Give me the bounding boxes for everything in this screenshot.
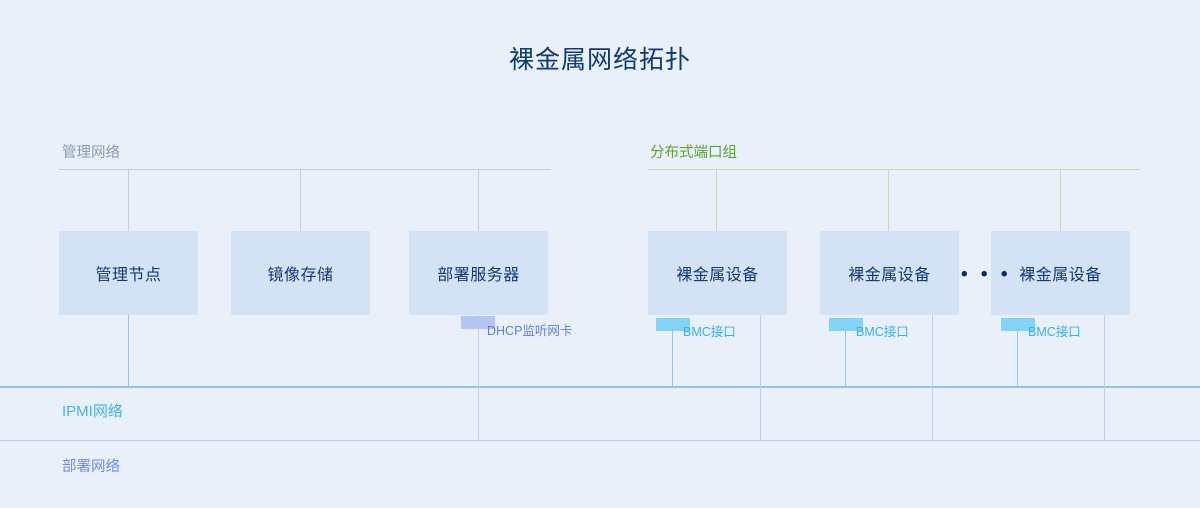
node-bare-metal-device-1-label: 裸金属设备 bbox=[676, 267, 759, 284]
connector-dpg-to-bare-metal-3 bbox=[1060, 169, 1061, 231]
connector-mgmt-to-deployment-server bbox=[478, 169, 479, 231]
connector-bare-metal-2-to-deployment-network bbox=[932, 315, 933, 441]
ipmi-network-bus bbox=[0, 386, 1200, 388]
node-bare-metal-device-2-label: 裸金属设备 bbox=[848, 267, 931, 284]
page-title: 裸金属网络拓扑 bbox=[508, 46, 691, 74]
connector-bare-metal-1-to-deployment-network bbox=[760, 315, 761, 441]
node-management-node[interactable]: 管理节点 bbox=[59, 231, 198, 315]
connector-mgmt-to-image-storage bbox=[300, 169, 301, 231]
deployment-network-bus bbox=[0, 440, 1200, 441]
connector-bare-metal-3-to-deployment-network bbox=[1104, 315, 1105, 441]
connector-bmc-1-to-ipmi bbox=[672, 326, 673, 387]
node-bare-metal-device-1[interactable]: 裸金属设备 bbox=[648, 231, 787, 315]
management-network-bus bbox=[59, 169, 551, 170]
connector-bmc-3-to-ipmi bbox=[1017, 326, 1018, 387]
zone-label-deployment-network: 部署网络 bbox=[62, 459, 120, 475]
bmc-3-label: BMC接口 bbox=[1028, 325, 1081, 339]
node-deployment-server-label: 部署服务器 bbox=[437, 267, 520, 284]
connector-dpg-to-bare-metal-2 bbox=[888, 169, 889, 231]
bmc-1-label: BMC接口 bbox=[683, 325, 736, 339]
connector-dhcp-nic-to-deployment-network bbox=[478, 315, 479, 441]
connector-dpg-to-bare-metal-1 bbox=[716, 169, 717, 231]
node-deployment-server[interactable]: 部署服务器 bbox=[409, 231, 548, 315]
bmc-2-badge-icon bbox=[829, 318, 863, 331]
connector-bmc-2-to-ipmi bbox=[845, 326, 846, 387]
connector-management-node-to-ipmi bbox=[128, 315, 129, 387]
ellipsis-more-devices: • • • bbox=[961, 264, 1012, 285]
node-management-node-label: 管理节点 bbox=[95, 267, 162, 284]
node-image-storage[interactable]: 镜像存储 bbox=[231, 231, 370, 315]
distributed-port-group-bus bbox=[648, 169, 1140, 170]
node-bare-metal-device-2[interactable]: 裸金属设备 bbox=[820, 231, 959, 315]
bmc-2-label: BMC接口 bbox=[856, 325, 909, 339]
dhcp-nic-label: DHCP监听网卡 bbox=[487, 324, 573, 338]
node-image-storage-label: 镜像存储 bbox=[267, 267, 334, 284]
zone-label-ipmi-network: IPMI网络 bbox=[62, 403, 123, 420]
node-bare-metal-device-3-label: 裸金属设备 bbox=[1019, 267, 1102, 284]
zone-label-management-network: 管理网络 bbox=[62, 145, 120, 161]
dhcp-nic-badge-icon bbox=[461, 316, 495, 329]
bmc-1-badge-icon bbox=[656, 318, 690, 331]
node-bare-metal-device-3[interactable]: 裸金属设备 bbox=[991, 231, 1130, 315]
connector-mgmt-to-management-node bbox=[128, 169, 129, 231]
zone-label-distributed-port-group: 分布式端口组 bbox=[650, 145, 737, 161]
bmc-3-badge-icon bbox=[1001, 318, 1035, 331]
